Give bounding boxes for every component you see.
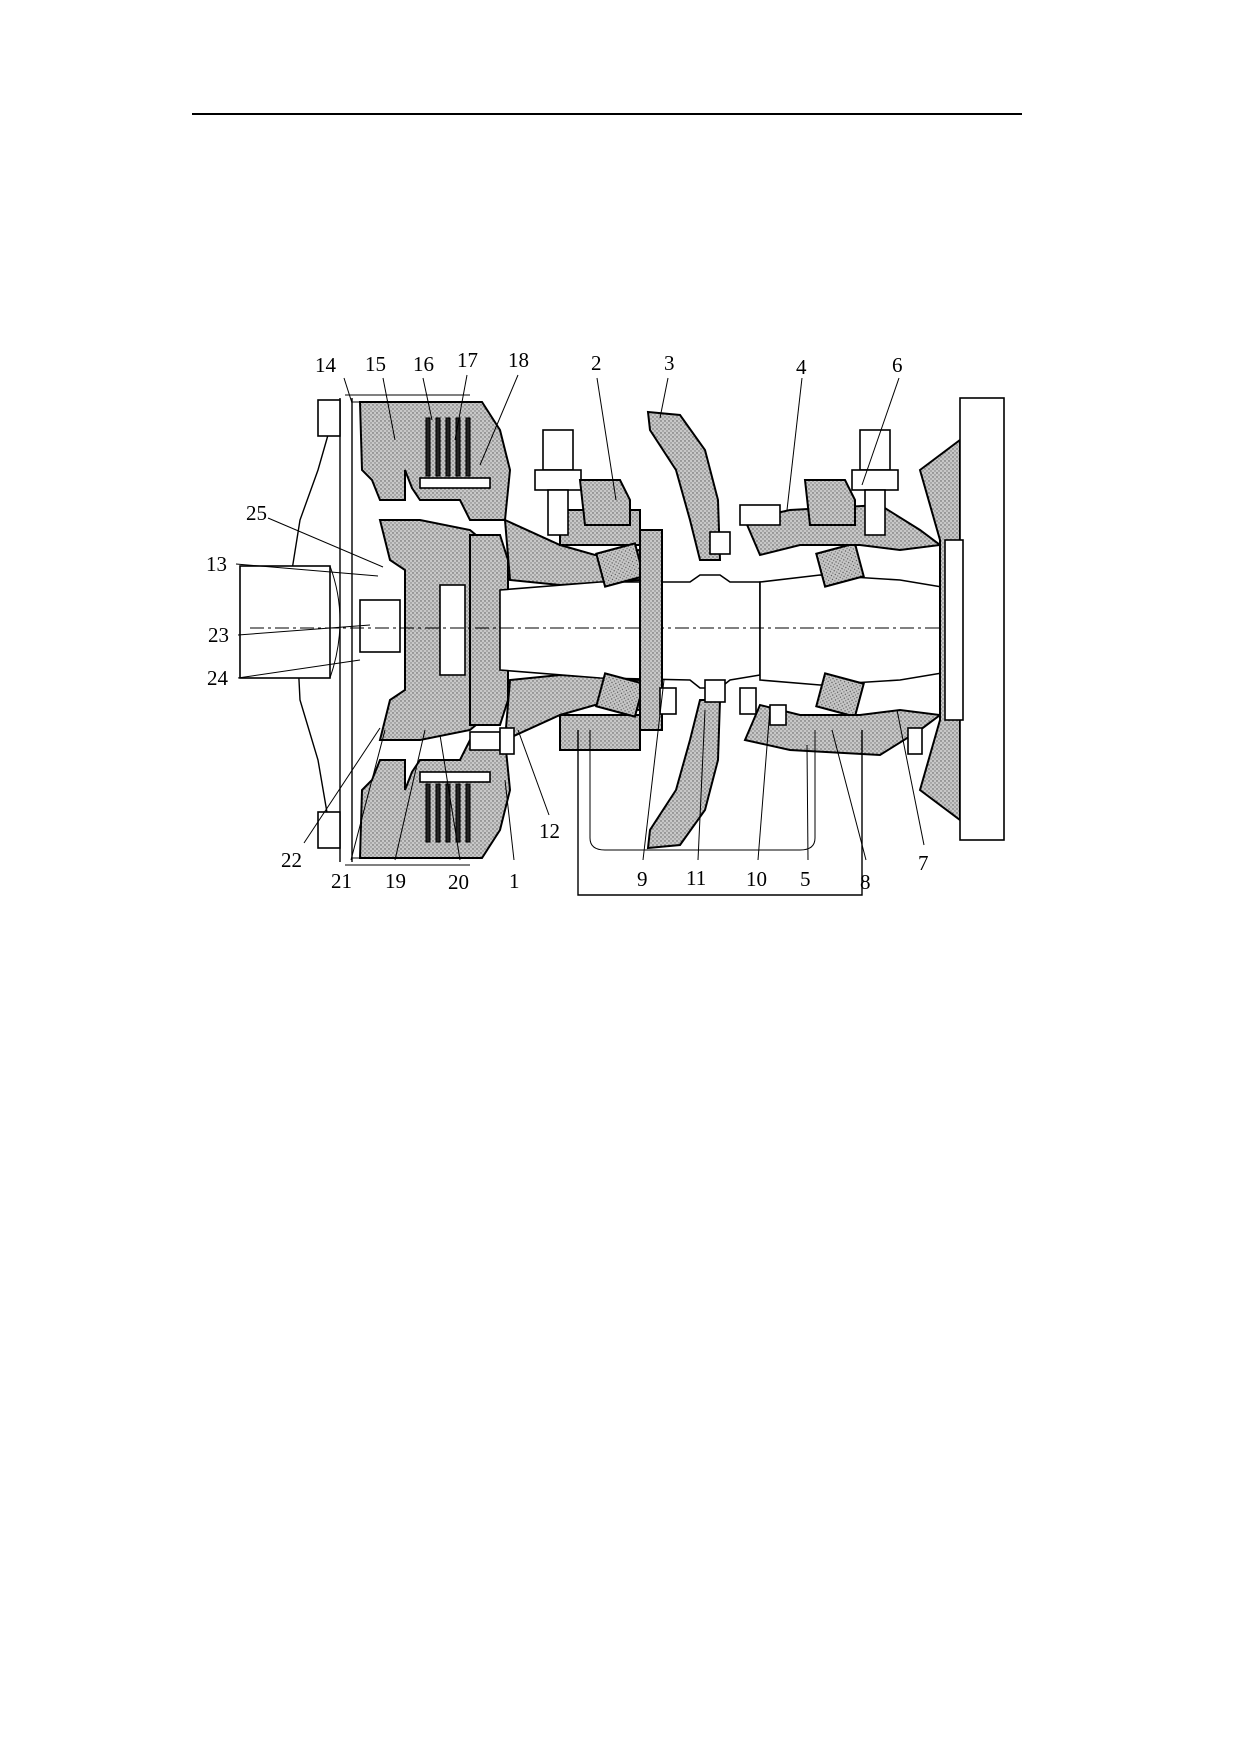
output-flange xyxy=(918,397,1005,841)
callout-15: 15 xyxy=(365,352,386,376)
callout-labels: 14 15 16 17 18 2 3 4 6 25 13 23 24 22 21… xyxy=(206,348,929,894)
callout-1: 1 xyxy=(509,869,520,893)
callout-22: 22 xyxy=(281,848,302,872)
flange-gear xyxy=(639,410,731,850)
callout-23: 23 xyxy=(208,623,229,647)
callout-3: 3 xyxy=(664,351,675,375)
callout-20: 20 xyxy=(448,870,469,894)
bolts xyxy=(469,687,923,755)
mounting-bracket xyxy=(577,730,863,896)
callout-16: 16 xyxy=(413,352,434,376)
callout-25: 25 xyxy=(246,501,267,525)
header-rule xyxy=(192,113,1022,115)
input-shaft-stub xyxy=(239,565,341,679)
right-bearing-housing xyxy=(739,503,943,757)
callout-24: 24 xyxy=(207,666,229,690)
callout-19: 19 xyxy=(385,869,406,893)
callout-2: 2 xyxy=(591,351,602,375)
callout-18: 18 xyxy=(508,348,529,372)
main-shaft xyxy=(250,574,985,689)
callout-5: 5 xyxy=(800,867,811,891)
callout-11: 11 xyxy=(686,866,706,890)
leader-lines xyxy=(235,374,925,861)
clutch-pack-upper xyxy=(358,401,512,521)
callout-10: 10 xyxy=(746,867,767,891)
callout-13: 13 xyxy=(206,552,227,576)
callout-7: 7 xyxy=(918,851,929,875)
callout-8: 8 xyxy=(860,870,871,894)
callout-14: 14 xyxy=(315,353,337,377)
tapered-bearings xyxy=(595,542,865,718)
callout-4: 4 xyxy=(796,355,807,379)
callout-12: 12 xyxy=(539,819,560,843)
hub-disc xyxy=(359,519,509,741)
top-fittings xyxy=(534,429,899,536)
clutch-pack-lower xyxy=(358,739,512,859)
callout-9: 9 xyxy=(637,867,648,891)
callout-6: 6 xyxy=(892,353,903,377)
callout-17: 17 xyxy=(457,348,478,372)
callout-21: 21 xyxy=(331,869,352,893)
